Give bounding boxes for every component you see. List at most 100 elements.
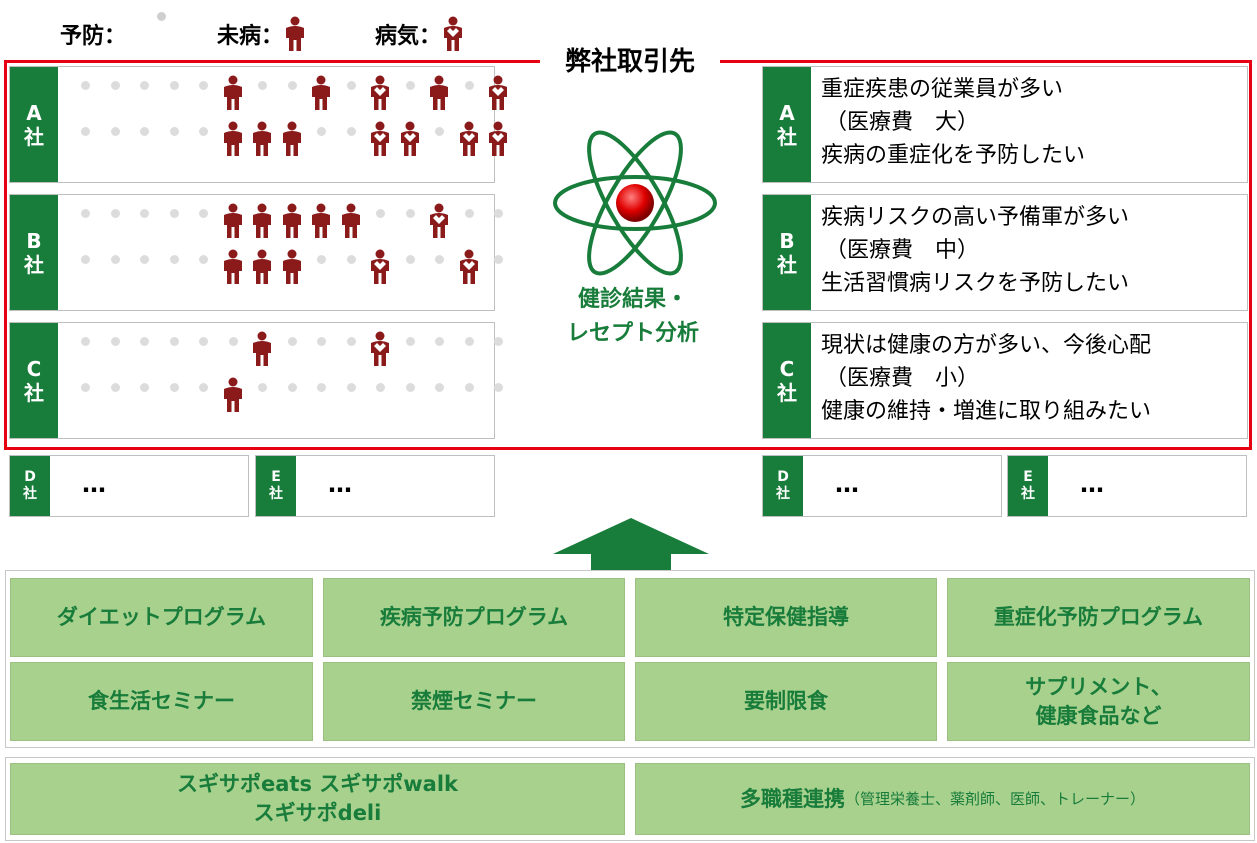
- program-diet-seminar: 食生活セミナー: [10, 662, 313, 741]
- healthy-dot-icon: [346, 337, 356, 346]
- healthy-dot-icon: [140, 383, 149, 392]
- person-icon: [312, 203, 330, 238]
- person-icon: [223, 377, 242, 412]
- analysis-label-line1: 健診結果・: [577, 287, 688, 312]
- healthy-dot-icon: [157, 12, 166, 21]
- healthy-dot-icon: [494, 255, 503, 264]
- healthy-dot-icon: [199, 383, 208, 392]
- multi-profession-collab: 多職種連携 （管理栄養士、薬剤師、医師、トレーナー）: [635, 763, 1250, 835]
- person-icon: [223, 121, 242, 156]
- healthy-dot-icon: [464, 209, 474, 218]
- legend-disease-label: 病気：: [375, 24, 442, 49]
- healthy-dot-icon: [169, 383, 179, 392]
- person-icon: [253, 203, 271, 238]
- program-smoking-seminar: 禁煙セミナー: [323, 662, 625, 741]
- healthy-dot-icon: [81, 209, 90, 218]
- healthy-dot-icon: [81, 383, 90, 392]
- ellipsis: …: [328, 470, 354, 498]
- healthy-dot-icon: [494, 337, 503, 346]
- healthy-dot-icon: [376, 383, 385, 392]
- program-restricted-diet: 要制限食: [635, 662, 937, 741]
- healthy-dot-icon: [169, 337, 179, 346]
- up-arrow-icon: [553, 518, 709, 570]
- person-icon: [341, 203, 360, 238]
- sick-person-icon: [371, 249, 389, 284]
- healthy-dot-icon: [405, 255, 415, 264]
- healthy-dot-icon: [494, 383, 503, 392]
- legend-pre-disease-label: 未病：: [217, 24, 284, 49]
- healthy-dot-icon: [140, 81, 149, 90]
- healthy-dot-icon: [140, 209, 149, 218]
- healthy-dot-icon: [287, 383, 297, 392]
- healthy-dot-icon: [169, 81, 179, 90]
- legend-prevention-label: 予防：: [60, 24, 127, 49]
- healthy-dot-icon: [110, 255, 120, 264]
- services-line1: スギサポeats スギサポwalk: [177, 772, 458, 796]
- healthy-dot-icon: [110, 127, 120, 136]
- client-frame-title: 弊社取引先: [540, 42, 720, 82]
- healthy-dot-icon: [110, 383, 120, 392]
- healthy-dot-icon: [346, 127, 356, 136]
- healthy-dot-icon: [81, 337, 90, 346]
- healthy-dot-icon: [376, 209, 385, 218]
- person-icon: [286, 16, 305, 51]
- person-icon: [312, 75, 330, 110]
- healthy-dot-icon: [435, 383, 444, 392]
- analysis-label-line2: レセプト分析: [566, 321, 699, 346]
- healthy-dot-icon: [199, 209, 208, 218]
- healthy-dot-icon: [346, 383, 356, 392]
- person-icon: [430, 75, 448, 110]
- healthy-dot-icon: [199, 81, 208, 90]
- person-icon: [253, 249, 271, 284]
- services-line2: スギサポdeli: [253, 801, 382, 825]
- ellipsis: …: [82, 470, 108, 498]
- healthy-dot-icon: [435, 255, 444, 264]
- healthy-dot-icon: [81, 81, 90, 90]
- healthy-dot-icon: [287, 81, 297, 90]
- healthy-dot-icon: [169, 127, 179, 136]
- healthy-dot-icon: [405, 383, 415, 392]
- program-supplements: サプリメント、 健康食品など: [947, 662, 1250, 741]
- analysis-label: 健診結果・ レセプト分析: [538, 283, 728, 351]
- legend-prevention: 予防：: [60, 14, 126, 54]
- company-description: 重症疾患の従業員が多い （医療費 大） 疾病の重症化を予防したい: [821, 77, 1086, 168]
- legend-disease: 病気：: [375, 14, 465, 54]
- healthy-dot-icon: [317, 255, 326, 264]
- healthy-dot-icon: [169, 255, 179, 264]
- healthy-dot-icon: [346, 255, 356, 264]
- sick-person-icon: [444, 16, 463, 51]
- sick-person-icon: [459, 121, 478, 156]
- healthy-dot-icon: [199, 255, 208, 264]
- healthy-dot-icon: [81, 255, 90, 264]
- healthy-dot-icon: [199, 127, 208, 136]
- person-icon: [223, 75, 242, 110]
- healthy-dot-icon: [110, 81, 120, 90]
- healthy-dot-icon: [140, 255, 149, 264]
- sick-person-icon: [489, 121, 507, 156]
- atom-icon: [553, 130, 717, 276]
- person-icon: [282, 203, 301, 238]
- healthy-dot-icon: [317, 383, 326, 392]
- ellipsis: …: [835, 470, 861, 498]
- healthy-dot-icon: [464, 383, 474, 392]
- program-health-guidance: 特定保健指導: [635, 578, 937, 657]
- healthy-dot-icon: [405, 209, 415, 218]
- healthy-dot-icon: [258, 383, 267, 392]
- healthy-dot-icon: [435, 127, 444, 136]
- healthy-dot-icon: [287, 337, 297, 346]
- healthy-dot-icon: [464, 337, 474, 346]
- person-icon: [282, 249, 301, 284]
